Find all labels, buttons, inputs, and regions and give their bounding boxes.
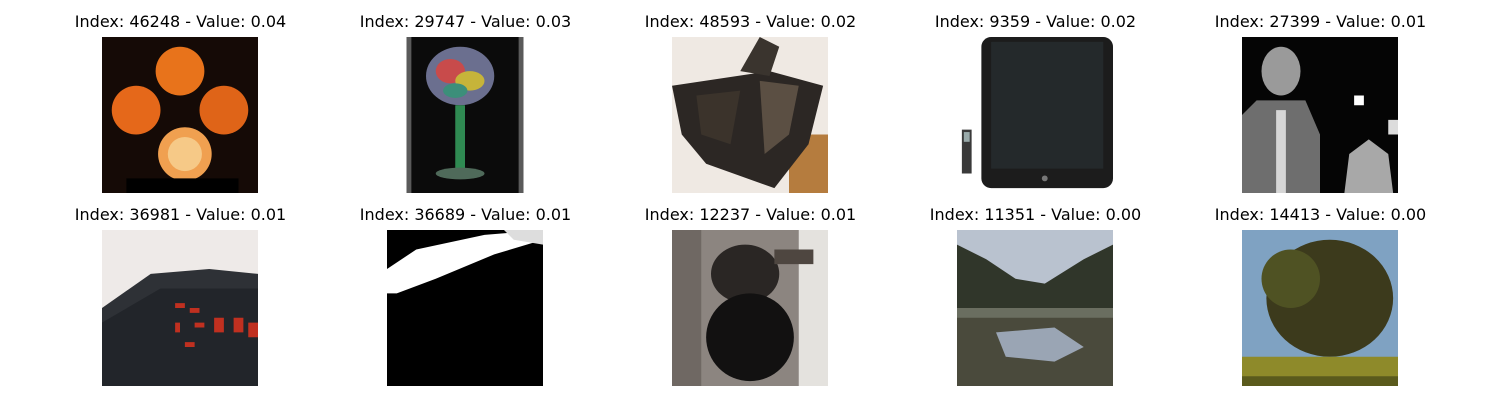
thumbnail-image xyxy=(957,37,1113,193)
panel: Index: 11351 - Value: 0.00 xyxy=(893,193,1178,386)
thumbnail-image xyxy=(102,37,258,193)
panel-title: Index: 46248 - Value: 0.04 xyxy=(74,12,287,31)
panel: Index: 48593 - Value: 0.02 xyxy=(608,0,893,193)
panel-title: Index: 36689 - Value: 0.01 xyxy=(359,205,572,224)
panel: Index: 36981 - Value: 0.01 xyxy=(38,193,323,386)
panel-title: Index: 36981 - Value: 0.01 xyxy=(74,205,287,224)
thumbnail-image xyxy=(387,37,543,193)
thumbnail-image xyxy=(387,230,543,386)
panel: Index: 14413 - Value: 0.00 xyxy=(1178,193,1463,386)
panel-title: Index: 14413 - Value: 0.00 xyxy=(1214,205,1427,224)
panel: Index: 46248 - Value: 0.04 xyxy=(38,0,323,193)
thumbnail-image xyxy=(1242,230,1398,386)
panel: Index: 36689 - Value: 0.01 xyxy=(323,193,608,386)
panel-title: Index: 11351 - Value: 0.00 xyxy=(929,205,1142,224)
panel: Index: 29747 - Value: 0.03 xyxy=(323,0,608,193)
panel-title: Index: 48593 - Value: 0.02 xyxy=(644,12,857,31)
panel-title: Index: 9359 - Value: 0.02 xyxy=(934,12,1137,31)
thumbnail-image xyxy=(1242,37,1398,193)
panel-title: Index: 27399 - Value: 0.01 xyxy=(1214,12,1427,31)
panel: Index: 27399 - Value: 0.01 xyxy=(1178,0,1463,193)
panel-title: Index: 29747 - Value: 0.03 xyxy=(359,12,572,31)
thumbnail-image xyxy=(672,230,828,386)
panel-title: Index: 12237 - Value: 0.01 xyxy=(644,205,857,224)
thumbnail-image xyxy=(672,37,828,193)
panel: Index: 9359 - Value: 0.02 xyxy=(893,0,1178,193)
panel: Index: 12237 - Value: 0.01 xyxy=(608,193,893,386)
thumbnail-image xyxy=(957,230,1113,386)
thumbnail-image xyxy=(102,230,258,386)
